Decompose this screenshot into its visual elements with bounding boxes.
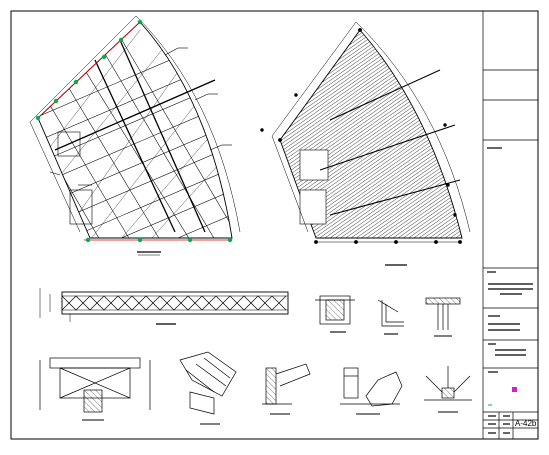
framing-plan bbox=[29, 15, 241, 256]
title-block bbox=[482, 11, 538, 439]
detail-1 bbox=[315, 295, 355, 333]
isometric-detail bbox=[179, 351, 237, 425]
bracket-detail bbox=[340, 367, 403, 415]
sheet-number: A-42b bbox=[515, 419, 537, 428]
decking-plan bbox=[260, 21, 471, 266]
outer-border bbox=[10, 10, 539, 440]
stamp-mark bbox=[512, 387, 517, 392]
truss-elevation bbox=[39, 288, 289, 325]
connection-detail bbox=[262, 363, 311, 415]
detail-3 bbox=[425, 297, 461, 337]
base-detail bbox=[424, 366, 472, 413]
detail-2 bbox=[377, 299, 404, 335]
title-block-text-lines bbox=[487, 147, 533, 434]
section-detail-1 bbox=[39, 357, 151, 421]
